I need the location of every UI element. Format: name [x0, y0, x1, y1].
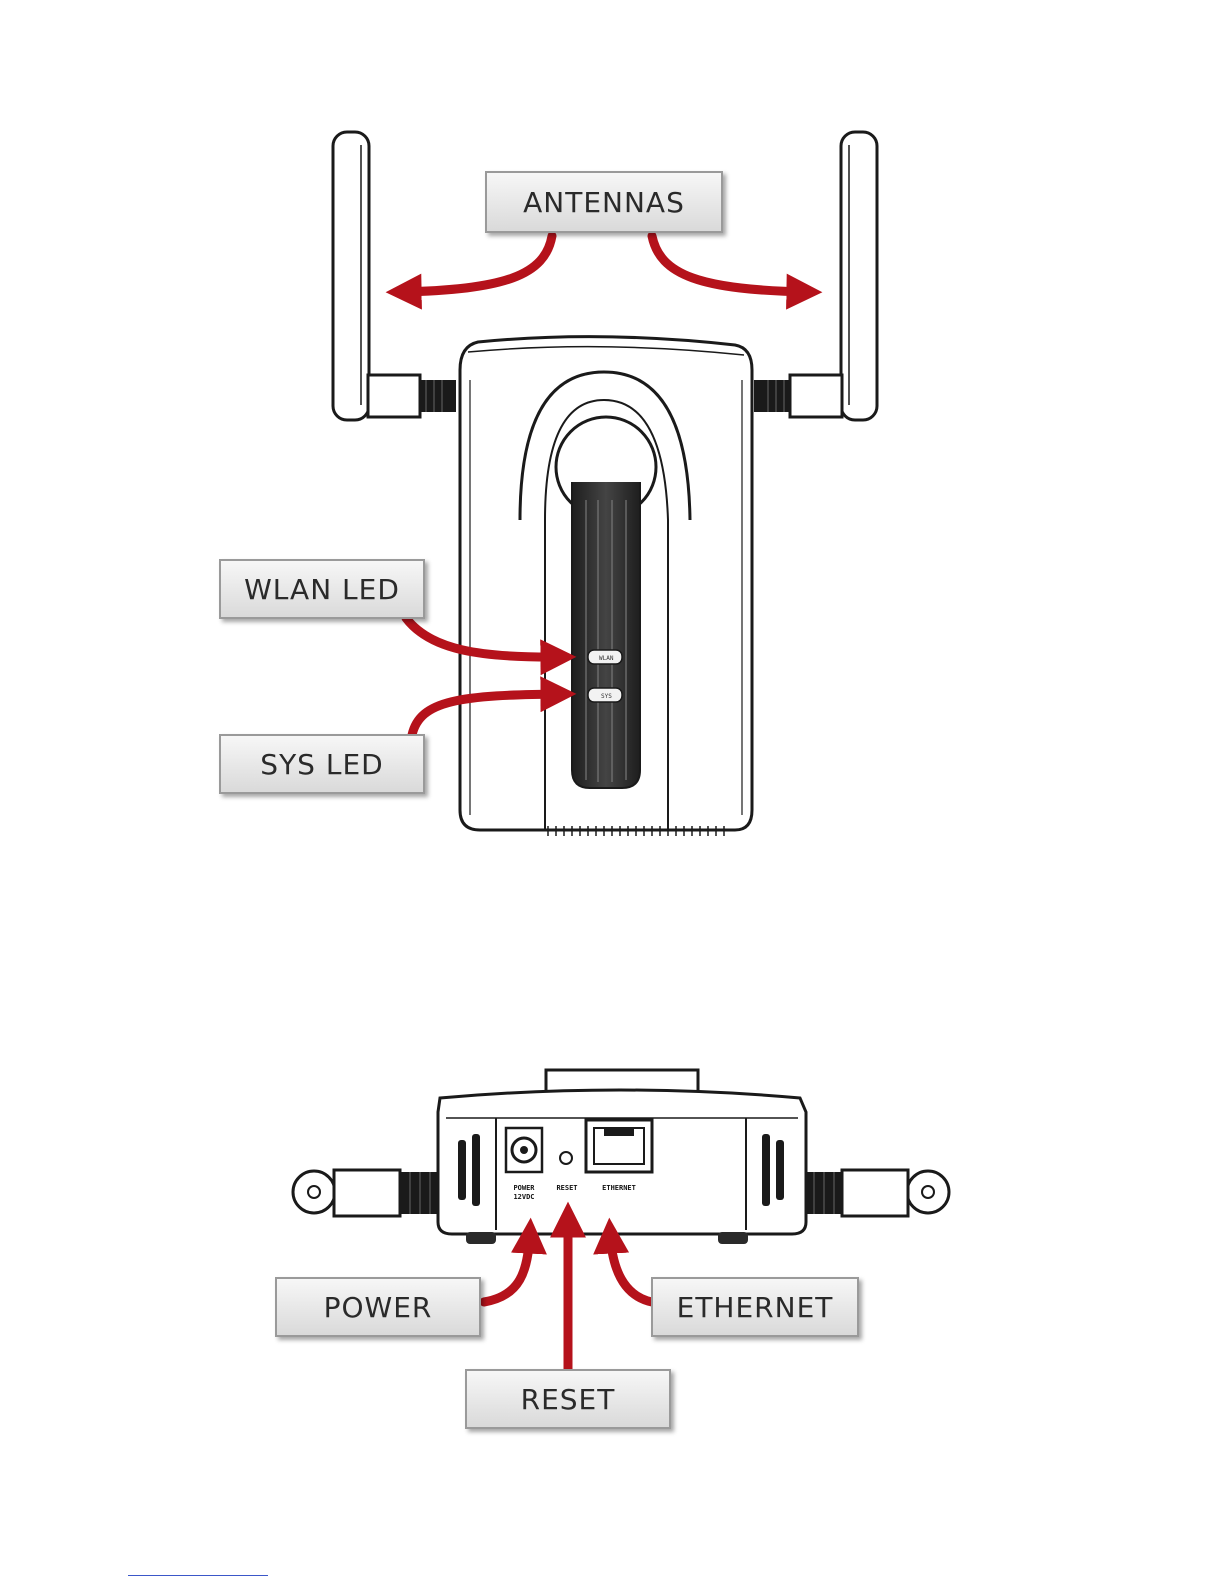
reset-marking: RESET [556, 1184, 577, 1192]
wlan-led-label: WLAN LED [220, 560, 424, 618]
ethernet-label-text: ETHERNET [677, 1291, 834, 1324]
power-port-marking: POWER [513, 1184, 535, 1192]
left-antenna [333, 132, 456, 420]
sys-led-label-text: SYS LED [260, 748, 383, 781]
antennas-label-text: ANTENNAS [523, 186, 685, 219]
wlan-led: WLAN [588, 650, 622, 664]
front-view: WLAN SYS ANTENNAS WLAN LED SYS LED [220, 132, 877, 836]
ethernet-marking: ETHERNET [602, 1184, 636, 1192]
reset-label: RESET [466, 1370, 670, 1428]
ethernet-arrow [610, 1232, 652, 1302]
power-label: POWER [276, 1278, 480, 1336]
power-port-rating: 12VDC [513, 1193, 534, 1201]
sys-led-label: SYS LED [220, 735, 424, 793]
wlan-led-label-text: WLAN LED [244, 573, 400, 606]
wlan-led-marking: WLAN [599, 655, 614, 662]
antennas-arrow-right [652, 236, 808, 292]
rear-view: POWER 12VDC RESET ETHERNET POWER ETHERNE… [276, 1070, 949, 1428]
right-antenna [754, 132, 877, 420]
footer-rule [128, 1575, 268, 1576]
ethernet-label: ETHERNET [652, 1278, 858, 1336]
reset-label-text: RESET [521, 1383, 616, 1416]
antennas-label: ANTENNAS [486, 172, 722, 232]
sys-led-marking: SYS [601, 693, 612, 700]
rear-left-antenna [293, 1170, 438, 1216]
rear-right-antenna [804, 1170, 949, 1216]
antennas-arrow-left [400, 236, 552, 292]
power-label-text: POWER [324, 1291, 433, 1324]
sys-led: SYS [588, 688, 622, 702]
